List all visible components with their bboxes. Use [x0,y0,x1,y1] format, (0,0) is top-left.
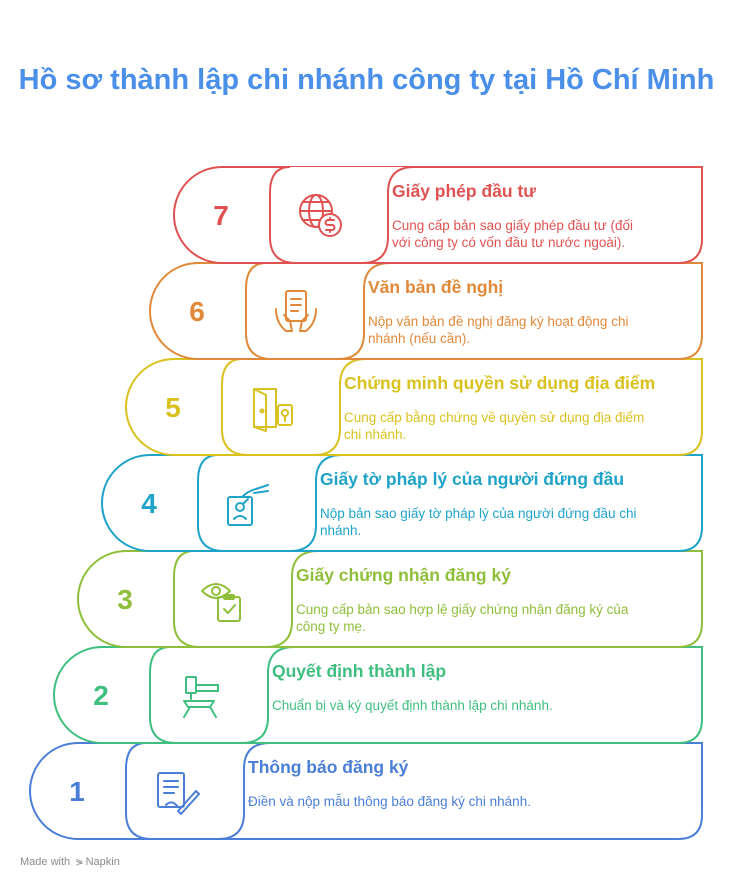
step-2: 2 [53,646,703,744]
step-number: 2 [93,680,109,711]
step-1: 1 [29,742,703,840]
step-description-line: Cung cấp bản sao hợp lệ giấy chứng nhận … [296,602,629,617]
form-pen-icon [157,772,200,815]
step-title: Giấy phép đầu tư [392,181,536,201]
step-3: 3 [77,550,703,648]
globe-dollar-icon [299,194,342,237]
step-description: Nộp văn bản đề nghị đăng ký hoạt động ch… [368,313,628,347]
step-description: Cung cấp bản sao giấy phép đầu tư (đối vớ… [392,217,633,251]
step-number: 1 [69,776,85,807]
step-description-line: nhánh (nếu cần). [368,331,471,346]
step-description: Điền và nộp mẫu thông báo đăng ký chi nh… [248,793,531,810]
eye-checklist-icon [201,583,241,622]
step-description: Nộp bản sao giấy tờ pháp lý của người đứ… [320,505,636,539]
step-description-line: công ty mẹ. [296,619,366,634]
door-key-icon [253,388,293,432]
step-title: Chứng minh quyền sử dụng địa điểm [344,373,656,393]
step-description-line: Cung cấp bản sao giấy phép đầu tư (đối [392,218,633,233]
brand-label: Napkin [85,856,120,868]
step-icon-column [173,550,319,648]
step-icon-column [197,454,343,552]
page-title: Hồ sơ thành lập chi nhánh công ty tại Hồ… [18,64,715,96]
step-title: Giấy tờ pháp lý của người đứng đầu [320,469,625,489]
step-4: 4 [101,454,703,552]
step-7: 7 [173,166,703,264]
step-title: Thông báo đăng ký [248,757,409,777]
step-number: 7 [213,200,229,231]
step-description: Chuẩn bị và ký quyết định thành lập chi … [272,697,553,714]
step-icon-column [149,646,295,744]
gavel-icon [183,676,219,718]
step-icon-column [269,166,415,264]
step-description-line: nhánh. [320,523,362,538]
step-number: 5 [165,392,181,423]
step-number: 6 [189,296,205,327]
step-5: 5 [125,358,703,456]
step-title: Quyết định thành lập [272,661,447,681]
step-description-line: Nộp bản sao giấy tờ pháp lý của người đứ… [320,506,637,521]
step-6: 6 [149,262,703,360]
document-hands-icon [275,290,317,332]
step-icon-column [245,262,391,360]
id-card-hand-icon [227,484,269,526]
step-description-line: Chuẩn bị và ký quyết định thành lập chi … [272,698,553,713]
made-with-label: Made with [20,856,71,868]
step-description: Cung cấp bản sao hợp lệ giấy chứng nhận … [296,601,628,635]
step-description-line: với công ty có vốn đầu tư nước ngoài). [392,235,626,250]
step-description-line: chi nhánh. [344,427,407,442]
napkin-logo-icon: ⋟ [75,857,84,868]
step-description: Cung cấp bằng chứng về quyền sử dụng địa… [344,409,644,443]
step-number: 4 [141,488,157,519]
step-description-line: Điền và nộp mẫu thông báo đăng ký chi nh… [248,794,531,809]
footer-credit: Made with ⋟Napkin [20,856,120,868]
step-title: Văn bản đề nghị [368,277,504,297]
step-description-line: Nộp văn bản đề nghị đăng ký hoạt động ch… [368,314,629,329]
step-icon-column [221,358,367,456]
step-description-line: Cung cấp bằng chứng về quyền sử dụng địa… [344,410,645,425]
step-title: Giấy chứng nhận đăng ký [296,565,511,585]
step-number: 3 [117,584,133,615]
step-icon-column [125,742,271,840]
